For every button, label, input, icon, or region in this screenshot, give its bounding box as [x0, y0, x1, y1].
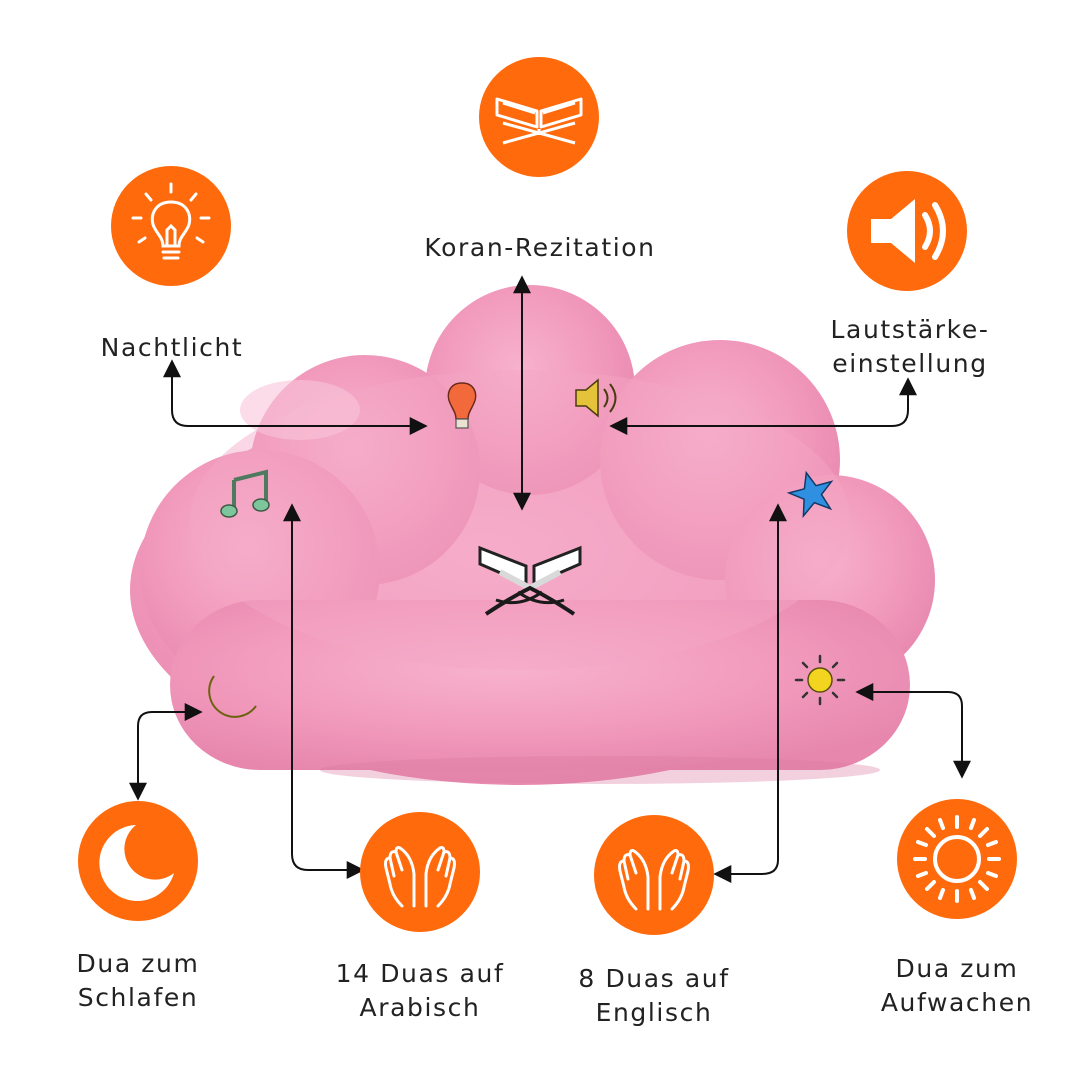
night-light-text: Nachtlicht	[100, 333, 244, 362]
pillow-music-note-icon[interactable]	[220, 469, 270, 518]
pillow-star-icon[interactable]	[785, 467, 838, 519]
praying-hands-icon	[618, 849, 690, 911]
duas-english-label: 8 Duas auf Englisch	[554, 962, 754, 1030]
duas-english-line1: 8 Duas auf	[578, 964, 730, 993]
dua-wakeup-line1: Dua zum	[895, 954, 1019, 983]
dua-sleep-badge	[78, 801, 198, 921]
arrow-duas-english	[713, 503, 787, 883]
duas-arabic-label: 14 Duas auf Arabisch	[320, 957, 520, 1025]
arrow-dua-wakeup	[855, 683, 971, 779]
connector-arrows	[129, 275, 971, 883]
arrow-duas-arabic	[283, 503, 365, 879]
arrow-night-light	[163, 359, 428, 435]
night-light-badge	[111, 166, 231, 286]
dua-sleep-label: Dua zum Schlafen	[48, 947, 228, 1015]
night-light-label: Nachtlicht	[72, 331, 272, 365]
dua-wakeup-line2: Aufwachen	[880, 988, 1034, 1017]
quran-recitation-badge	[479, 57, 599, 177]
quran-recitation-label: Koran-Rezitation	[390, 231, 690, 265]
crescent-moon-icon	[99, 825, 174, 901]
sun-icon	[913, 815, 1001, 903]
open-book-icon	[495, 97, 583, 145]
duas-arabic-line1: 14 Duas auf	[335, 959, 505, 988]
pillow-sun-icon[interactable]	[794, 654, 846, 706]
volume-line2: einstellung	[832, 349, 988, 378]
duas-arabic-line2: Arabisch	[359, 993, 481, 1022]
dua-wakeup-label: Dua zum Aufwachen	[862, 952, 1052, 1020]
praying-hands-icon	[384, 846, 456, 908]
dua-sleep-line1: Dua zum	[76, 949, 200, 978]
light-bulb-icon	[131, 182, 211, 260]
volume-line1: Lautstärke-	[830, 315, 990, 344]
pillow-bulb-icon[interactable]	[447, 382, 477, 429]
dua-wakeup-badge	[897, 799, 1017, 919]
speaker-icon	[871, 199, 946, 263]
dua-sleep-line2: Schlafen	[77, 983, 199, 1012]
pillow-book-icon[interactable]	[478, 545, 582, 616]
pillow-moon-icon[interactable]	[208, 675, 257, 718]
duas-arabic-badge	[360, 812, 480, 932]
duas-english-badge	[594, 815, 714, 935]
arrow-dua-sleep	[129, 703, 203, 801]
arrow-volume	[609, 377, 917, 435]
quran-recitation-text: Koran-Rezitation	[424, 233, 656, 262]
volume-label: Lautstärke- einstellung	[800, 313, 1020, 381]
volume-badge	[847, 171, 967, 291]
duas-english-line2: Englisch	[595, 998, 713, 1027]
